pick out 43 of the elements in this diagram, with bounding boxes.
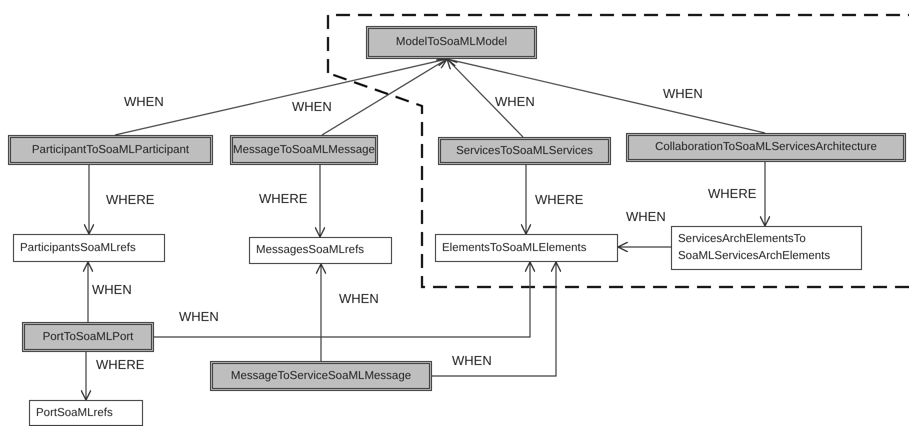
arrow <box>83 165 95 235</box>
node-label: PortToSoaMLPort <box>42 330 134 345</box>
node-label: ElementsToSoaMLElements <box>442 240 586 256</box>
arrow <box>80 352 92 401</box>
node-label: ParticipantToSoaMLParticipant <box>32 142 190 158</box>
helper-box <box>29 400 143 426</box>
node-label: ServicesToSoaMLServices <box>456 144 593 159</box>
edge-label: WHEN <box>179 310 219 323</box>
node-label: ParticipantsSoaMLrefs <box>20 240 136 256</box>
node-label: MessageToServiceSoaMLMessage <box>230 368 412 384</box>
edge-label: WHERE <box>106 193 154 206</box>
edge-label: WHEN <box>124 95 164 108</box>
arrow <box>154 261 536 338</box>
arrow <box>446 58 524 138</box>
arrow <box>617 241 671 253</box>
edge-label: WHEN <box>626 210 666 223</box>
arrow <box>759 162 771 227</box>
arrow <box>82 261 94 322</box>
helper-box <box>249 237 392 264</box>
helper-box <box>435 234 618 262</box>
helper-box <box>13 234 165 262</box>
node-label: MessageToSoaMLMessage <box>233 142 375 158</box>
arrow <box>432 261 562 377</box>
edge-label: WHERE <box>259 192 308 205</box>
arrow <box>322 58 448 136</box>
edge-label: WHEN <box>339 292 379 305</box>
node-label: PortSoaMLrefs <box>36 406 113 421</box>
arrow <box>314 165 326 238</box>
edge-label: WHEN <box>292 100 332 113</box>
node-label: CollaborationToSoaMLServicesArchitecture <box>655 140 877 156</box>
arrow <box>520 165 532 235</box>
edge-label: WHEN <box>495 95 535 108</box>
edge-label: WHEN <box>663 87 703 100</box>
arrow <box>315 263 327 361</box>
edge-label: WHERE <box>96 358 144 371</box>
node-label: ServicesArchElementsTo SoaMLServicesArchElements <box>678 232 832 264</box>
edge-label: WHEN <box>452 354 492 367</box>
node-label: MessagesSoaMLrefs <box>256 243 364 258</box>
helper-box <box>671 226 862 270</box>
node-label: ModelToSoaMLModel <box>396 35 508 50</box>
edge-label: WHERE <box>708 187 756 200</box>
edge-label: WHERE <box>535 193 584 206</box>
edge-label: WHEN <box>92 283 132 296</box>
